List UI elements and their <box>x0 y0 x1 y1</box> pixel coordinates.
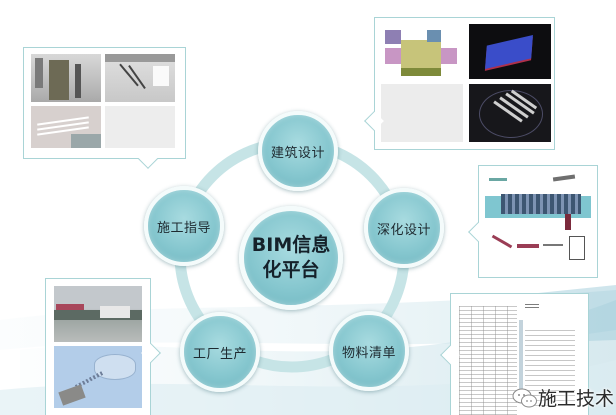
node-label: 建筑设计 <box>270 145 325 161</box>
node-material-list: 物料清单 <box>329 311 409 391</box>
building-section-thumbnail <box>485 174 591 270</box>
architecture-design-callout <box>374 17 555 150</box>
formwork-bracing-thumbnail <box>105 54 175 102</box>
wechat-icon <box>512 388 537 407</box>
blank-thumbnail <box>105 106 175 148</box>
watermark-text: 施工技术 <box>537 388 614 410</box>
node-label: 物料清单 <box>341 345 396 361</box>
center-label-line2: 化平台 <box>262 259 320 281</box>
deepened-design-callout <box>478 165 598 278</box>
node-bim-platform-center: BIM信息 化平台 <box>239 206 343 310</box>
node-factory-production: 工厂生产 <box>180 312 260 392</box>
node-deepened-design: 深化设计 <box>364 188 444 268</box>
material-schedule-table-thumbnail <box>459 300 579 415</box>
construction-guidance-callout <box>23 47 186 159</box>
center-label-line1: BIM信息 <box>251 234 331 256</box>
floor-plan-thumbnail <box>381 24 463 79</box>
beams-3d-thumbnail <box>469 84 551 142</box>
factory-site-photo-thumbnail <box>54 286 142 342</box>
node-architecture-design: 建筑设计 <box>258 111 338 191</box>
watermark: 施工技术 <box>512 384 614 411</box>
blank-thumbnail <box>381 84 463 142</box>
formwork-columns-thumbnail <box>31 54 101 102</box>
factory-production-callout <box>45 278 151 415</box>
blue-slab-3d-thumbnail <box>469 24 551 79</box>
production-line-3d-thumbnail <box>54 346 142 408</box>
material-list-callout <box>450 293 589 415</box>
node-label: 施工指导 <box>156 220 211 236</box>
node-label: 工厂生产 <box>192 346 247 362</box>
floor-rebar-thumbnail <box>31 106 101 148</box>
node-construction-guidance: 施工指导 <box>144 186 224 266</box>
node-label: 深化设计 <box>376 222 431 238</box>
